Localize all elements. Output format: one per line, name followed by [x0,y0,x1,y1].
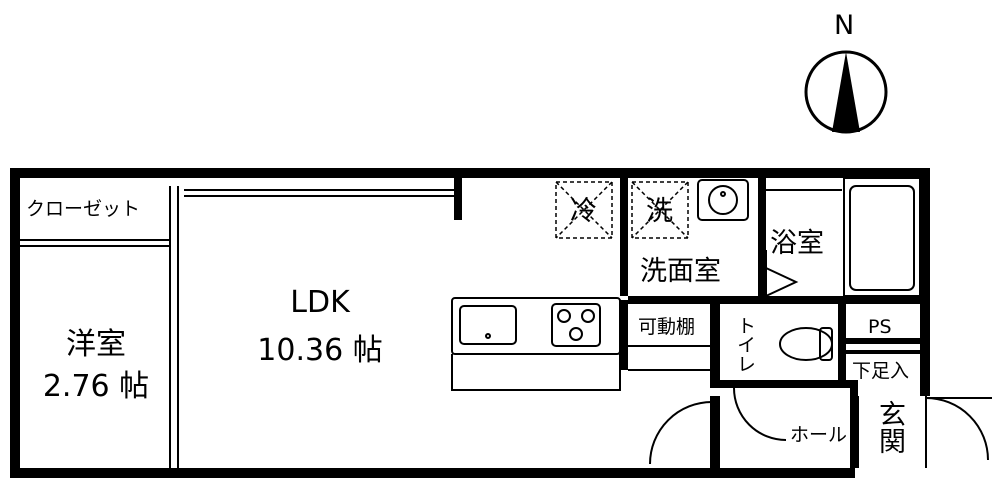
movable-shelf-label: 可動棚 [638,316,696,338]
shoe-closet-label: 下足入 [852,360,910,382]
interior-walls [454,176,920,478]
fridge-space [555,181,613,239]
western-room-size: 2.76 帖 [42,369,150,404]
entrance-label: 玄関 [874,400,905,454]
north-compass-icon [804,50,888,134]
bathtub-icon [843,177,921,297]
pipe-space-label: PS [868,316,892,338]
entrance-doors [649,387,992,465]
washer-label: 洗 [646,196,673,227]
ldk-name: LDK [290,285,350,320]
kitchen-sink-icon [459,305,517,345]
thin-lines [13,186,927,468]
north-label: N [834,10,855,41]
stove-icon [551,303,601,347]
western-room-name: 洋室 [66,327,126,362]
hall-label: ホール [790,424,848,446]
washbasin-icon [697,179,749,221]
fridge-label: 冷 [570,196,597,227]
bath-door [765,267,799,297]
washer-space [631,181,689,239]
toilet-icon [779,327,833,361]
toilet-label: トイレ [734,316,756,373]
closet-label: クローゼット [26,198,141,220]
ldk-size: 10.36 帖 [257,333,383,368]
kitchen-counter [451,297,621,391]
washroom-label: 洗面室 [640,256,721,287]
bathroom-label: 浴室 [770,228,824,259]
